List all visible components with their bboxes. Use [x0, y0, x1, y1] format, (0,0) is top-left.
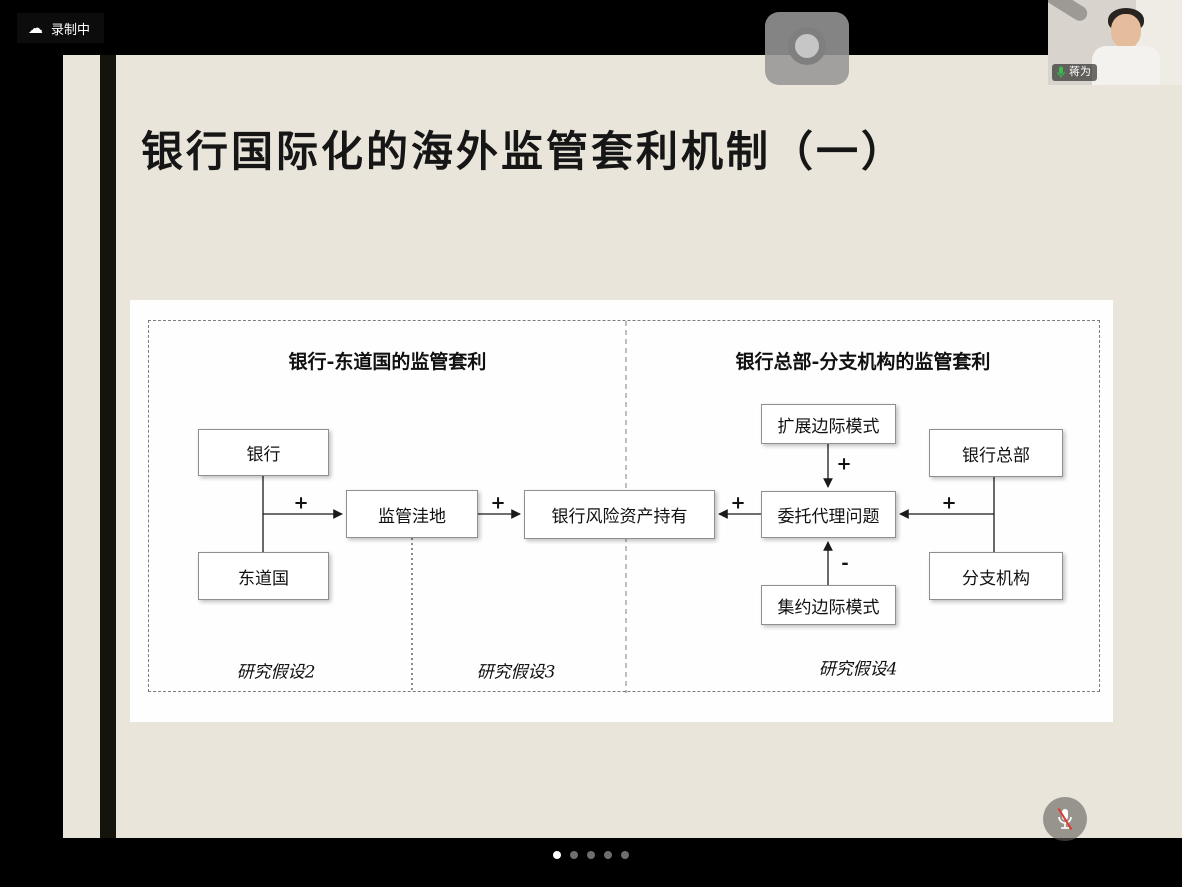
box-extensive-margin: 扩展边际模式	[761, 404, 896, 444]
box-branch: 分支机构	[929, 552, 1063, 600]
slide-title: 银行国际化的海外监管套利机制（一）	[141, 127, 907, 176]
sign-left-merge: +	[293, 492, 309, 514]
box-intensive-margin: 集约边际模式	[761, 585, 896, 625]
participant-nametag: 蒋为	[1052, 64, 1097, 81]
participant-shirt	[1092, 46, 1160, 85]
box-bank: 银行	[198, 429, 329, 476]
recording-indicator[interactable]: ☁ 录制中	[17, 13, 105, 43]
right-section-header: 银行总部-分支机构的监管套利	[735, 351, 991, 373]
cloud-recording-icon: ☁	[28, 19, 43, 37]
sign-right-merge: +	[941, 492, 957, 514]
pagination-dot[interactable]	[621, 851, 629, 859]
sign-haven-to-risk: +	[490, 492, 506, 514]
diagram: 银行-东道国的监管套利 银行总部-分支机构的监管套利 银行 东道国 监管洼地 银…	[148, 320, 1100, 693]
box-principal-agent: 委托代理问题	[761, 491, 896, 538]
sign-extensive-to-agency: +	[836, 453, 852, 475]
recording-label: 录制中	[51, 21, 91, 37]
mic-boom-arm	[1048, 0, 1091, 24]
pagination-dot[interactable]	[587, 851, 595, 859]
box-bank-hq: 银行总部	[929, 429, 1063, 477]
box-risk-assets: 银行风险资产持有	[524, 490, 715, 539]
box-host-country: 东道国	[198, 552, 329, 600]
pagination-dots	[0, 851, 1182, 859]
participant-video[interactable]: 蒋为	[1048, 0, 1182, 85]
mic-on-icon	[1057, 66, 1065, 79]
left-section-header: 银行-东道国的监管套利	[288, 351, 487, 373]
hypothesis-4-label: 研究假设4	[818, 659, 898, 680]
mute-button[interactable]	[1043, 797, 1087, 841]
sign-agency-to-risk: +	[730, 492, 746, 514]
box-regulatory-haven: 监管洼地	[346, 490, 478, 538]
pagination-dot[interactable]	[570, 851, 578, 859]
slide-left-stripe	[100, 55, 116, 838]
participant-name: 蒋为	[1069, 66, 1091, 78]
mic-muted-icon	[1057, 807, 1073, 831]
pagination-dot[interactable]	[604, 851, 612, 859]
participant-face	[1111, 14, 1141, 48]
camera-lens-icon	[788, 27, 826, 65]
hypothesis-2-label: 研究假设2	[236, 662, 316, 683]
hypothesis-3-label: 研究假设3	[476, 662, 556, 683]
camera-overlay-widget[interactable]	[765, 12, 849, 85]
pagination-dot[interactable]	[553, 851, 561, 859]
sign-intensive-to-agency: -	[841, 552, 849, 574]
